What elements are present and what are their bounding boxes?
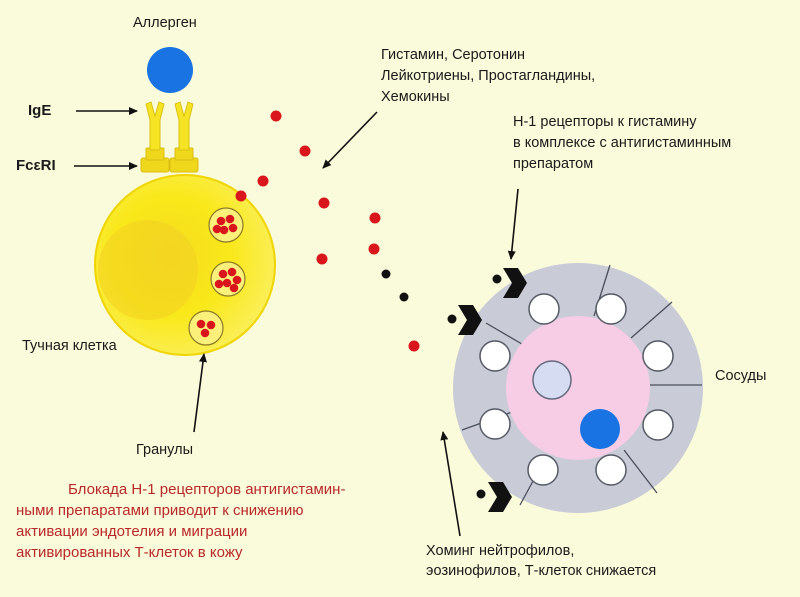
vessel-lumen xyxy=(506,316,650,460)
released-mediators xyxy=(235,110,420,352)
mediators-line-3: Хемокины xyxy=(381,89,450,105)
conclusion-line-2: ными препаратами приводит к снижению xyxy=(16,502,304,519)
homing-label: Хоминг нейтрофилов, эозинофилов, Т-клето… xyxy=(426,541,656,581)
granules-label: Гранулы xyxy=(136,442,193,458)
activated-t-cell xyxy=(580,409,620,449)
endothelial-cells xyxy=(479,293,674,486)
blood-vessel xyxy=(453,263,703,513)
mast-cell-label: Тучная клетка xyxy=(22,338,117,354)
mediators-line-2: Лейкотриены, Простагландины, xyxy=(381,68,596,84)
conclusion-line-1: Блокада Н-1 рецепторов антигистамин- xyxy=(68,481,346,498)
mast-cell xyxy=(94,174,276,356)
conclusion-line-4: активированных Т-клеток в кожу xyxy=(16,544,243,561)
h1-line-1: Н-1 рецепторы к гистамину xyxy=(513,114,697,130)
pointer-arrows xyxy=(74,107,519,537)
allergen-label: Аллерген xyxy=(133,15,197,31)
mediators-line-1: Гистамин, Серотонин xyxy=(381,47,526,63)
conclusion-line-3: активации эндотелия и миграции xyxy=(16,523,248,540)
granule-top xyxy=(208,207,244,243)
h1-line-3: препаратом xyxy=(513,156,594,172)
allergen-sphere xyxy=(147,47,193,93)
homing-line-1: Хоминг нейтрофилов, xyxy=(426,543,575,559)
conclusion-text: Блокада Н-1 рецепторов антигистамин- ным… xyxy=(16,479,345,563)
granules-arrow xyxy=(193,353,207,433)
homing-line-2: эозинофилов, Т-клеток снижается xyxy=(426,563,657,579)
fceri-receptors xyxy=(140,147,199,173)
granule-bottom xyxy=(188,310,224,346)
fceri-label: FcεRI xyxy=(16,157,56,174)
mediators-arrow xyxy=(322,111,378,169)
h1-receptors xyxy=(458,268,527,512)
antihistamine-molecules xyxy=(381,269,502,499)
h1-receptor-arrow xyxy=(507,188,519,260)
ige-label: IgE xyxy=(28,102,52,119)
granule-middle xyxy=(210,261,246,297)
ige-antibodies xyxy=(145,101,194,151)
mast-cell-nucleus xyxy=(98,220,198,320)
homing-arrow xyxy=(440,431,461,537)
vessels-label: Сосуды xyxy=(715,368,767,384)
vessel-leukocyte xyxy=(532,360,572,400)
h1-receptors-label: Н-1 рецепторы к гистамину в комплексе с … xyxy=(513,112,731,175)
mediators-label: Гистамин, Серотонин Лейкотриены, Простаг… xyxy=(381,45,595,108)
h1-line-2: в комплексе с антигистаминным xyxy=(513,135,732,151)
